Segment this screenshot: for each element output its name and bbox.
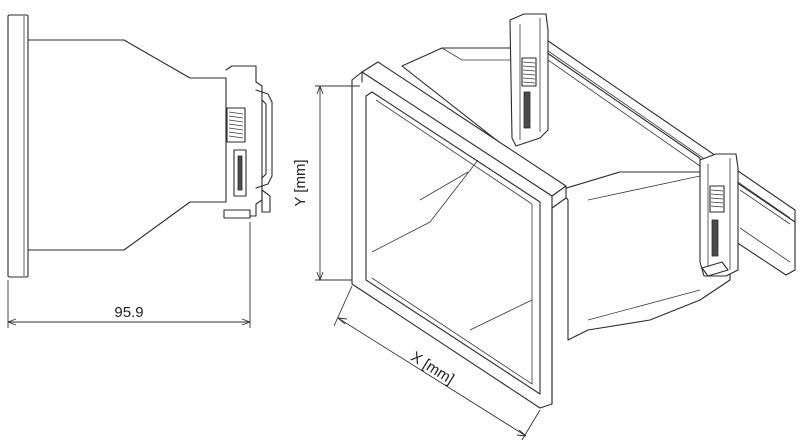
isometric-view [351,13,796,409]
y-dimension: Y [mm] [292,85,360,281]
right-clip [699,153,739,277]
y-label: Y [mm] [292,159,309,206]
front-bezel-side [7,14,29,278]
depth-label: 95.9 [114,304,143,321]
bottom-foot-side [223,209,251,219]
housing-profile [27,39,227,251]
din-clip-profile [255,89,273,189]
housing-side [559,171,731,341]
depth-dimension: 95.9 [7,222,251,328]
spring-side-icon [226,107,246,143]
x-label: X [mm] [408,348,457,388]
side-view [7,14,273,278]
top-clip [509,13,549,147]
